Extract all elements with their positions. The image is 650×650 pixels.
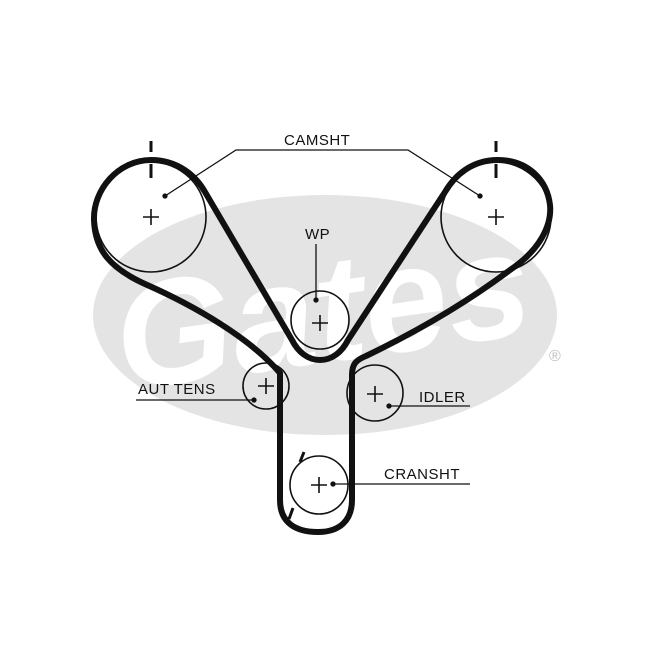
leader-auto-tensioner-dot [251, 397, 257, 403]
leader-camshaft-dot-left [162, 193, 168, 199]
logo-ellipse [93, 195, 557, 435]
leader-water-pump-dot [313, 297, 319, 303]
cross-camshaft-right [488, 209, 504, 225]
cross-camshaft-left [143, 209, 159, 225]
timing-mark-crankshaft [287, 451, 306, 520]
cross-water-pump [312, 315, 328, 331]
cross-crankshaft [311, 477, 327, 493]
idler-pulley [346, 364, 404, 422]
cross-auto-tensioner [258, 378, 274, 394]
label-water-pump: WP [305, 226, 330, 243]
leader-camshaft-dot-right [477, 193, 483, 199]
gates-logo-watermark: Gates ® [93, 195, 561, 435]
leader-camshaft [164, 149, 481, 197]
auto-tensioner-pulley [242, 362, 290, 410]
crankshaft-pulley [289, 455, 349, 515]
labels: CAMSHT WP AUT TENS IDLER CRANSHT [138, 132, 466, 483]
pulley-centers [143, 209, 504, 493]
cross-idler [367, 386, 383, 402]
timing-belt [90, 157, 554, 535]
registered-mark: ® [549, 348, 561, 365]
timing-marks [149, 141, 498, 520]
label-crankshaft: CRANSHT [384, 466, 460, 483]
label-camshaft: CAMSHT [284, 132, 350, 149]
label-auto-tensioner: AUT TENS [138, 381, 216, 398]
water-pump-pulley [290, 290, 350, 350]
label-idler: IDLER [419, 389, 466, 406]
leader-crankshaft-dot [330, 481, 336, 487]
leader-idler-dot [386, 403, 392, 409]
leader-lines [136, 149, 483, 487]
